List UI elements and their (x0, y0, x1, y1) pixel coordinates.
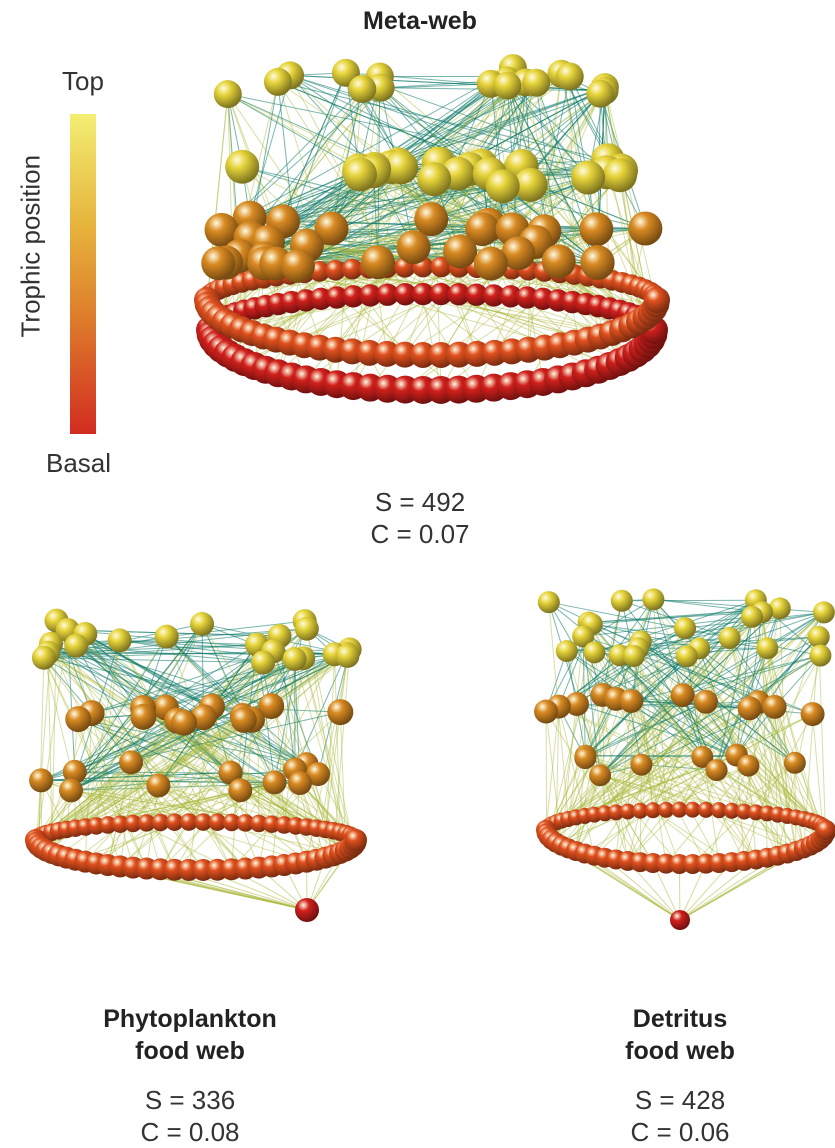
basal-node (644, 287, 670, 313)
species-node (335, 644, 359, 668)
species-node (263, 770, 287, 794)
species-node (29, 768, 53, 792)
species-node (756, 637, 778, 659)
basal-resource-node (670, 910, 690, 930)
species-node (417, 162, 451, 196)
species-node (486, 169, 520, 203)
trophic-link (546, 712, 547, 834)
species-node (327, 699, 353, 725)
species-node (348, 75, 376, 103)
species-node (108, 628, 132, 652)
species-node (474, 247, 508, 281)
detritus-species-count: S = 428 (600, 1084, 760, 1116)
species-node (763, 695, 787, 719)
species-node (146, 773, 170, 797)
species-node (493, 72, 521, 100)
meta-web-connectance: C = 0.07 (340, 518, 500, 550)
species-node (741, 606, 763, 628)
species-node (642, 588, 664, 610)
species-node (214, 80, 242, 108)
species-node (809, 645, 831, 667)
species-node (171, 710, 197, 736)
species-node (583, 641, 605, 663)
species-node (556, 640, 578, 662)
species-node (283, 647, 307, 671)
species-node (119, 750, 143, 774)
species-node (623, 645, 645, 667)
species-node (32, 646, 56, 670)
species-node (295, 617, 319, 641)
species-node (228, 778, 252, 802)
species-node (630, 754, 652, 776)
species-node (581, 246, 615, 280)
detritus-connectance: C = 0.06 (600, 1116, 760, 1148)
species-node (538, 591, 560, 613)
species-node (443, 234, 477, 268)
species-node (719, 627, 741, 649)
species-node (737, 755, 759, 777)
species-node (251, 651, 275, 675)
species-node (784, 752, 806, 774)
species-node (397, 230, 431, 264)
detritus-title-line1: Detritus (580, 1004, 780, 1034)
species-node (586, 80, 614, 108)
species-node (64, 634, 88, 658)
basal-node (345, 829, 367, 851)
species-node (628, 212, 662, 246)
meta-web-species-count: S = 492 (340, 486, 500, 518)
phytoplankton-connectance: C = 0.08 (110, 1116, 270, 1148)
species-node (694, 690, 718, 714)
species-node (361, 245, 395, 279)
species-node (534, 700, 558, 724)
species-node (155, 625, 179, 649)
species-node (231, 707, 257, 733)
species-node (288, 771, 312, 795)
species-node (674, 617, 696, 639)
species-node (706, 759, 728, 781)
species-node (603, 158, 637, 192)
species-node (264, 68, 292, 96)
species-node (611, 590, 633, 612)
phytoplankton-title-line1: Phytoplankton (60, 1004, 320, 1034)
species-node (574, 747, 596, 769)
species-node (571, 161, 605, 195)
species-node (589, 764, 611, 786)
species-node (225, 150, 259, 184)
species-node (59, 778, 83, 802)
species-node (671, 683, 695, 707)
species-node (556, 62, 584, 90)
species-node (190, 612, 214, 636)
basal-resource-node (295, 898, 319, 922)
species-node (738, 696, 762, 720)
species-node (414, 202, 448, 236)
species-node (281, 249, 315, 283)
species-node (522, 69, 550, 97)
phytoplankton-title-line2: food web (60, 1036, 320, 1066)
species-node (130, 704, 156, 730)
phytoplankton-species-count: S = 336 (110, 1084, 270, 1116)
species-node (801, 702, 825, 726)
species-node (343, 157, 377, 191)
species-node (579, 212, 613, 246)
species-node (201, 246, 235, 280)
species-node (808, 626, 830, 648)
species-node (676, 645, 698, 667)
species-node (65, 706, 91, 732)
species-node (813, 601, 835, 623)
species-node (619, 689, 643, 713)
detritus-title-line2: food web (580, 1036, 780, 1066)
species-node (542, 244, 576, 278)
